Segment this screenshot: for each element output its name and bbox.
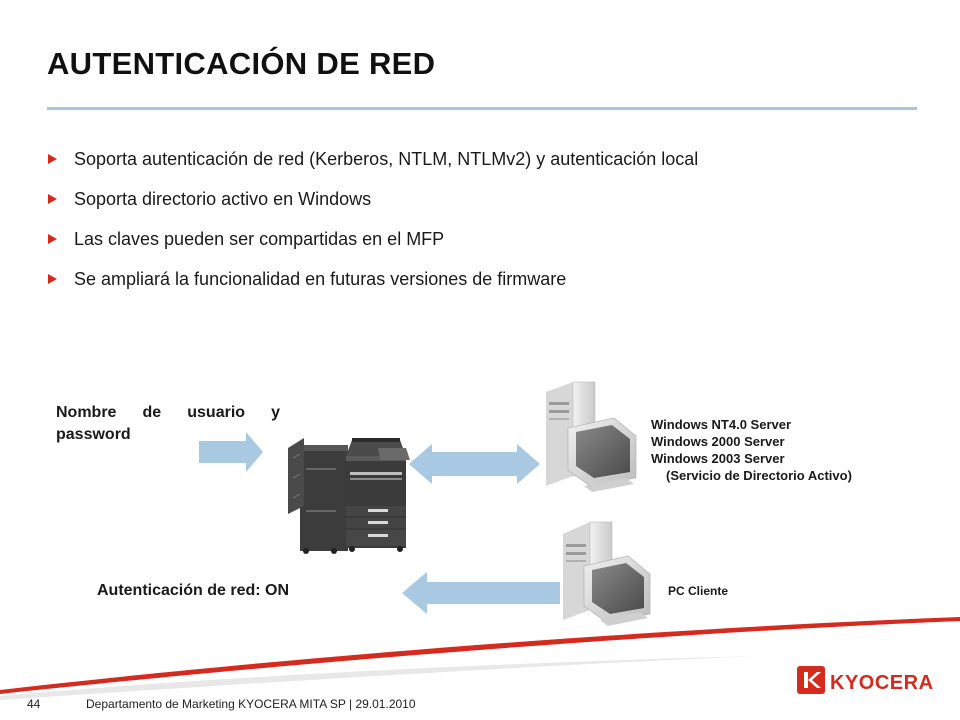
bullet-arrow-icon [48,194,57,204]
bullet-text: Se ampliará la funcionalidad en futuras … [74,269,567,289]
auth-status-label: Autenticación de red: ON [97,582,290,599]
server-computer-icon [546,381,637,492]
footer-text: Departamento de Marketing KYOCERA MITA S… [86,697,416,711]
server-note: (Servicio de Directorio Activo) [666,468,852,483]
footer-swoosh [0,617,960,694]
title-divider [47,107,917,110]
bullet-item: Soporta autenticación de red (Kerberos, … [46,145,926,185]
bullet-arrow-icon [48,274,57,284]
client-arrow-icon [402,572,560,614]
bullet-text: Las claves pueden ser compartidas en el … [74,229,445,249]
bullet-list: Soporta autenticación de red (Kerberos, … [46,145,926,305]
logo-text: KYOCERA [830,672,934,694]
server-item: Windows 2003 Server [651,451,785,466]
server-item: Windows 2000 Server [651,434,785,449]
page-number: 44 [27,697,41,711]
bullet-arrow-icon [48,154,57,164]
bidirectional-arrow-icon [409,444,540,484]
server-list: Windows NT4.0 Server Windows 2000 Server… [651,416,852,484]
bullet-text: Soporta directorio activo en Windows [74,189,372,209]
credentials-arrow-icon [199,432,263,472]
bullet-arrow-icon [48,234,57,244]
kyocera-mark-icon [797,666,825,694]
bullet-item: Se ampliará la funcionalidad en futuras … [46,265,926,305]
kyocera-logo: KYOCERA [797,666,934,694]
bullet-text: Soporta autenticación de red (Kerberos, … [74,149,699,169]
bullet-item: Las claves pueden ser compartidas en el … [46,225,926,265]
bullet-item: Soporta directorio activo en Windows [46,185,926,225]
client-computer-icon [563,521,651,626]
client-label: PC Cliente [668,584,729,598]
credentials-label: Nombre de usuario y password [56,404,280,443]
server-item: Windows NT4.0 Server [651,417,792,432]
slide-title: AUTENTICACIÓN DE RED [47,46,436,81]
mfp-printer-icon [288,438,410,554]
